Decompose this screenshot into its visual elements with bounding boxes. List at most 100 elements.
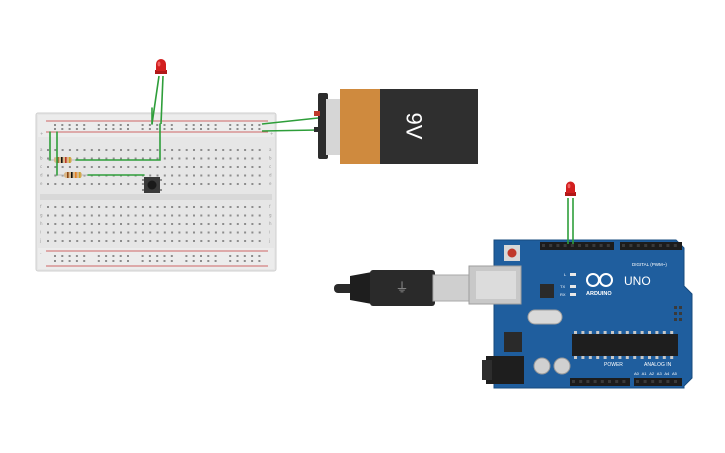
terminal-hole (149, 149, 152, 151)
rail-hole (156, 260, 159, 262)
terminal-hole (236, 174, 239, 177)
terminal-hole (163, 240, 166, 242)
rail-hole (68, 255, 71, 257)
terminal-hole (163, 183, 166, 185)
usb-cable[interactable]: ⏚ (334, 270, 470, 306)
row-letter: f (269, 204, 271, 209)
arduino-bottom-pins (572, 380, 677, 383)
terminal-hole (244, 214, 247, 217)
rail-hole (54, 128, 56, 130)
led-breadboard[interactable] (151, 59, 167, 125)
terminal-hole (207, 240, 210, 242)
rail-hole (83, 124, 86, 126)
terminal-hole (134, 157, 137, 160)
row-letter: d (40, 173, 43, 178)
terminal-hole (112, 231, 115, 234)
header-pin (629, 244, 633, 247)
chip-pin (655, 356, 659, 359)
terminal-hole (258, 214, 261, 217)
row-letter: j (39, 238, 41, 243)
terminal-holes-bottom (47, 206, 261, 242)
terminal-hole (244, 149, 247, 151)
rail-hole (97, 260, 100, 262)
terminal-hole (178, 223, 181, 225)
chip-pin (670, 356, 674, 359)
terminal-hole (127, 166, 130, 168)
terminal-hole (127, 223, 130, 225)
terminal-hole (141, 214, 144, 217)
terminal-hole (207, 231, 210, 234)
terminal-hole (200, 231, 203, 234)
terminal-hole (214, 149, 217, 151)
terminal-hole (244, 206, 247, 208)
terminal-hole (105, 206, 108, 208)
terminal-hole (178, 174, 181, 177)
chip-pin (625, 356, 629, 359)
chip-pin (618, 356, 622, 359)
resistor-2[interactable] (58, 172, 88, 178)
chip-pin (625, 331, 629, 334)
terminal-hole (171, 240, 174, 242)
terminal-hole (98, 183, 101, 185)
terminal-hole (76, 231, 79, 234)
rail-hole (258, 260, 261, 262)
rail-hole (192, 255, 195, 257)
rail-hole (258, 124, 261, 126)
terminal-hole (163, 157, 166, 160)
battery-wires[interactable] (261, 117, 319, 132)
battery-9v[interactable]: 9V (314, 89, 478, 164)
arduino-regulator (504, 332, 522, 352)
terminal-hole (229, 166, 232, 168)
terminal-hole (200, 174, 203, 177)
terminal-hole (236, 149, 239, 151)
terminal-hole (120, 166, 122, 168)
header-pin (600, 380, 604, 383)
terminal-hole (54, 174, 57, 177)
arduino-digital-header-2[interactable] (620, 242, 682, 250)
terminal-hole (141, 231, 144, 234)
usb-plug-metal (432, 274, 470, 302)
header-pin (593, 380, 597, 383)
chip-pin (581, 331, 585, 334)
rail-hole (148, 128, 151, 130)
terminal-hole (76, 157, 79, 160)
arduino-icsp-header (674, 306, 682, 321)
push-button[interactable] (142, 177, 162, 193)
arduino-power-header[interactable] (570, 378, 630, 386)
terminal-hole (251, 206, 254, 208)
rail-hole (127, 124, 129, 126)
terminal-hole (200, 206, 203, 208)
rail-hole (229, 260, 232, 262)
terminal-hole (54, 149, 57, 151)
arduino-uno[interactable]: L TX RX ARDUINO UNO DIGITAL (PWM~) POWER… (468, 239, 693, 389)
row-letter: b (269, 156, 272, 161)
rail-hole (185, 128, 188, 130)
top-rail-plus-label-right: + (270, 131, 273, 136)
rail-hole (127, 255, 129, 257)
arduino-digital-header-1[interactable] (540, 242, 614, 250)
arduino-analog-header[interactable] (634, 378, 682, 386)
header-pin (673, 244, 677, 247)
led-arduino[interactable] (565, 181, 576, 245)
header-pin (556, 244, 560, 247)
row-letter: e (40, 181, 43, 186)
terminal-hole (185, 157, 188, 160)
terminal-hole (229, 174, 232, 177)
terminal-hole (54, 206, 57, 208)
arduino-led-label-rx: RX (560, 292, 566, 297)
terminal-hole (244, 231, 247, 234)
terminal-hole (251, 166, 254, 168)
header-pin (636, 244, 640, 247)
terminal-hole (61, 206, 64, 208)
terminal-hole (134, 149, 137, 151)
terminal-hole (90, 231, 93, 234)
header-pin (659, 244, 662, 247)
terminal-hole (141, 240, 144, 242)
terminal-hole (207, 206, 210, 208)
rail-hole (200, 128, 202, 130)
terminal-hole (90, 183, 93, 185)
terminal-hole (185, 183, 188, 185)
arduino-digital-label: DIGITAL (PWM~) (632, 262, 667, 267)
